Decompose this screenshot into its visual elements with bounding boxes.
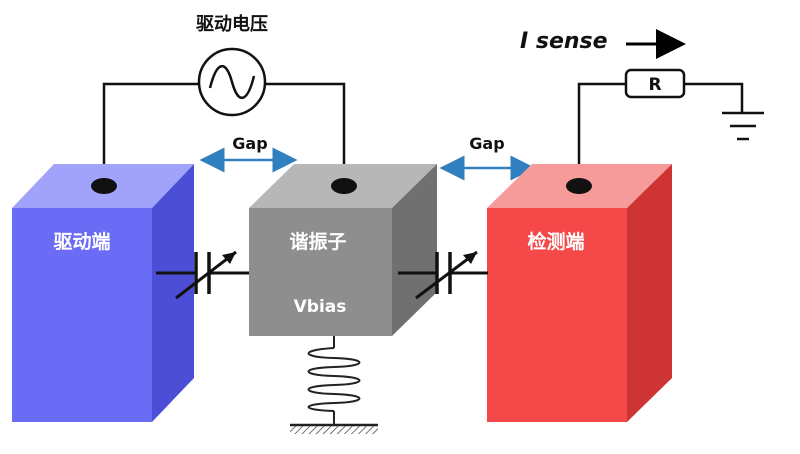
drive-contact-dot bbox=[91, 178, 117, 194]
resistor-label: R bbox=[648, 75, 661, 95]
sense-block-label: 检测端 bbox=[527, 230, 584, 253]
resonator-block-label: 谐振子 bbox=[289, 230, 346, 253]
resistor-icon bbox=[624, 68, 686, 99]
gap-right-label: Gap bbox=[469, 134, 504, 153]
spring-icon bbox=[290, 336, 378, 434]
variable-capacitor-icon bbox=[398, 250, 488, 300]
gap-left-label: Gap bbox=[232, 134, 267, 153]
resonator-contact-dot bbox=[331, 178, 357, 194]
resonator-block bbox=[249, 164, 437, 336]
variable-capacitor-icon bbox=[156, 250, 249, 300]
ac-source-icon bbox=[197, 47, 267, 117]
current-sense-label: I sense bbox=[520, 29, 608, 54]
sense-circuit-wire bbox=[577, 82, 744, 186]
sense-contact-dot bbox=[566, 178, 592, 194]
drive-circuit-wire bbox=[102, 82, 346, 186]
resonator-bias-label: Vbias bbox=[294, 297, 347, 317]
drive-voltage-label: 驱动电压 bbox=[196, 13, 268, 35]
sense-block bbox=[487, 164, 672, 422]
ground-icon bbox=[722, 111, 764, 141]
drive-block-label: 驱动端 bbox=[53, 230, 110, 253]
drive-block bbox=[12, 164, 194, 422]
